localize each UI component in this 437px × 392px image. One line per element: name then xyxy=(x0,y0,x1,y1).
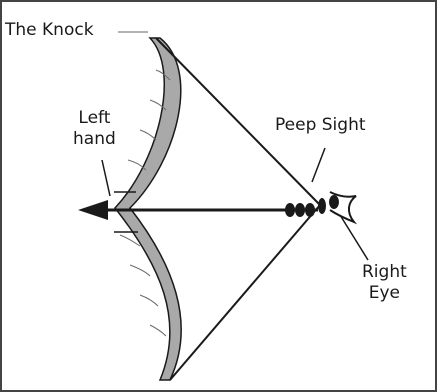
label-left-hand-line1: Left xyxy=(73,108,116,129)
bow-string-lower xyxy=(170,205,320,380)
label-peep-sight: Peep Sight xyxy=(275,115,366,136)
label-right-eye-line1: Right xyxy=(362,262,407,283)
arrow-fletching xyxy=(285,203,315,217)
label-right-eye: Right Eye xyxy=(362,262,407,304)
label-left-hand-line2: hand xyxy=(73,129,116,150)
leader-peep-sight xyxy=(312,148,325,182)
peep-sight xyxy=(318,198,326,214)
right-eye-icon xyxy=(330,192,356,222)
leader-left-hand xyxy=(102,160,110,196)
label-the-knock: The Knock xyxy=(5,20,94,41)
arrow-head xyxy=(78,200,108,220)
label-right-eye-line2: Eye xyxy=(362,283,407,304)
label-left-hand: Left hand xyxy=(73,108,116,150)
